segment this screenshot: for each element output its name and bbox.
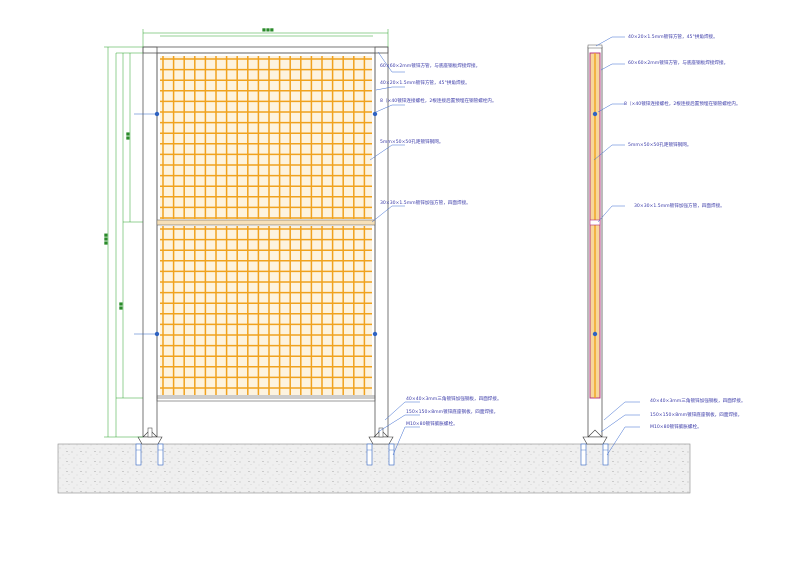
bolt-right-upper bbox=[372, 111, 378, 117]
bottom-rail bbox=[156, 395, 376, 402]
side-annotation-base-plate: 150×150×8mm镀锌底座钢板，四面焊接。 bbox=[650, 411, 742, 418]
side-leader-lines bbox=[593, 36, 640, 456]
side-annotation-gusset: 40×40×3mm三角镀锌加强钢板，四面焊接。 bbox=[650, 397, 746, 404]
side-annotation-connect-bolt: 8（×40镀锌连接螺栓，2根连接后置预埋在钢管螺栓内。 bbox=[624, 100, 741, 107]
side-middle-bar bbox=[589, 219, 601, 226]
side-annotation-anchor-bolt: M10×80镀锌膨胀螺栓。 bbox=[650, 423, 702, 430]
side-base-plate bbox=[580, 429, 609, 466]
front-annotation-post: 60×60×2mm镀锌方管，与底座钢板焊接焊接。 bbox=[380, 62, 480, 69]
right-post bbox=[374, 46, 389, 438]
mesh-panel-lower bbox=[160, 226, 372, 395]
side-bolt-lower bbox=[592, 331, 598, 337]
side-annotation-reinforce-tube: 30×30×1.5mm镀锌加强方管，四面焊接。 bbox=[634, 202, 725, 209]
side-annotation-frame-tube: 40×20×1.5mm镀锌方管，45°拼角焊接。 bbox=[628, 33, 718, 40]
front-annotation-base-plate: 150×150×8mm镀锌底座钢板，四面焊接。 bbox=[406, 408, 498, 415]
front-annotation-anchor-bolt: M10×80镀锌膨胀螺栓。 bbox=[406, 420, 458, 427]
front-annotation-frame-tube: 40×20×1.5mm镀锌方管，45°拼角焊接。 bbox=[380, 79, 470, 86]
front-view: ■■■ ■■ ■■ ■■■ 60×60×2mm镀锌方管，与底座钢板焊接焊接。 4… bbox=[103, 27, 502, 466]
base-plate-right bbox=[366, 427, 395, 466]
mesh-panel-upper bbox=[160, 56, 372, 219]
middle-reinforcement-bar bbox=[156, 219, 376, 226]
base-plate-left bbox=[135, 427, 164, 466]
side-annotation-post: 60×60×2mm镀锌方管，与底座钢板焊接焊接。 bbox=[628, 59, 728, 66]
dimension-height-upper: ■■ bbox=[125, 132, 130, 140]
side-annotation-mesh: 5mm×50×50孔距镀锌钢网。 bbox=[628, 141, 691, 148]
front-annotation-mesh: 5mm×50×50孔距镀锌钢网。 bbox=[380, 138, 443, 145]
side-top-cap bbox=[587, 44, 603, 49]
front-annotation-reinforce-tube: 30×30×1.5mm镀锌加强方管，四面焊接。 bbox=[380, 199, 471, 206]
dimension-top-width: ■■■ bbox=[262, 27, 274, 32]
bolt-right-lower bbox=[372, 331, 378, 337]
mesh-background bbox=[160, 226, 372, 395]
top-rail bbox=[142, 46, 389, 54]
dimension-height-mid: ■■ bbox=[118, 302, 123, 310]
front-annotation-connect-bolt: 8（×40镀锌连接螺栓，2根连接后置预埋在钢管螺栓内。 bbox=[380, 97, 497, 104]
side-view: 40×20×1.5mm镀锌方管，45°拼角焊接。 60×60×2mm镀锌方管，与… bbox=[580, 33, 746, 466]
front-leader-lines bbox=[369, 51, 420, 456]
dimension-height-total: ■■■ bbox=[103, 233, 108, 245]
front-annotation-gusset: 40×40×3mm三角镀锌加强钢板，四面焊接。 bbox=[406, 395, 502, 402]
dimension-lines bbox=[104, 29, 389, 438]
side-bolt-upper bbox=[592, 111, 598, 117]
ground-slab bbox=[57, 443, 691, 494]
inner-frame bbox=[156, 52, 376, 399]
left-post bbox=[142, 46, 158, 438]
